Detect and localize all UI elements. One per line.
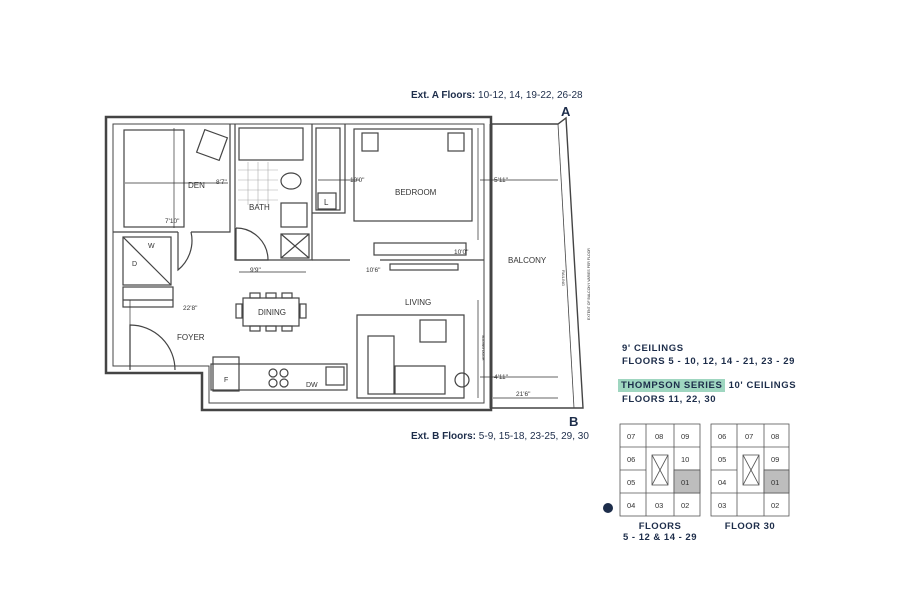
note-balcony-extent: EXTENT OF BALCONY VARIES PER FLOOR (587, 248, 591, 320)
bathtub (238, 127, 304, 161)
keyplan-a-unit: 01 (681, 478, 689, 487)
dim-bedroom-right: 5'11" (494, 177, 509, 184)
keyplan-a (619, 423, 701, 517)
bedroom-wall (312, 124, 484, 261)
keyplan-a-unit: 02 (681, 501, 689, 510)
keyplan-a-label-2: 5 - 12 & 14 - 29 (622, 532, 697, 543)
den-door (177, 231, 193, 272)
keyplan-b-unit: 08 (771, 432, 779, 441)
bed (353, 128, 473, 222)
kitchen-counter (210, 363, 348, 391)
inner-wall-outline (112, 123, 485, 404)
keyplan-b (710, 423, 790, 517)
dim-living-left: 10'6" (366, 267, 381, 274)
linen-box (317, 192, 337, 210)
ceiling-line-4: FLOORS 11, 22, 30 (622, 394, 717, 405)
keyplan-b-unit: 02 (771, 501, 779, 510)
dim-den-width: 7'10" (165, 218, 180, 225)
den-desk (123, 129, 185, 228)
bath-wall (234, 124, 313, 261)
keyplan-a-unit: 03 (655, 501, 663, 510)
keyplan-a-unit: 09 (681, 432, 689, 441)
keyplan-a-label-1: FLOORS (638, 521, 682, 532)
keyplan-a-unit: 06 (627, 455, 635, 464)
keyplan-b-unit: 03 (718, 501, 726, 510)
note-railing: RAILING (561, 270, 566, 286)
room-bath: BATH (249, 203, 270, 212)
ceiling-line-2: FLOORS 5 - 10, 12, 14 - 21, 23 - 29 (622, 356, 796, 367)
toilet (280, 172, 302, 190)
ceiling-line-3: 10' CEILINGS (728, 380, 797, 391)
ext-a-letter: A (561, 104, 571, 119)
foyer-closet (122, 286, 174, 308)
keyplan-b-unit: 01 (771, 478, 779, 487)
keyplan-a-unit: 05 (627, 478, 635, 487)
sofa (356, 314, 465, 399)
keyplan-b-label-1: FLOOR 30 (724, 521, 776, 532)
laundry-closet (122, 236, 172, 286)
shower (280, 233, 310, 259)
room-den: DEN (188, 181, 205, 190)
linen-closet (315, 127, 341, 211)
ext-b-label: Ext. B Floors: 5-9, 15-18, 23-25, 29, 30 (411, 431, 589, 442)
bedroom-dresser (373, 242, 467, 256)
room-living: LIVING (405, 298, 431, 307)
dim-bath-width: 9'9" (250, 267, 261, 274)
thompson-series-badge: THOMPSON SERIES (618, 379, 726, 392)
dim-bedroom-bottom: 10'0" (454, 249, 469, 256)
room-dining: DINING (258, 308, 286, 317)
keyplan-b-unit: 05 (718, 455, 726, 464)
keyplan-a-unit: 10 (681, 455, 689, 464)
fixture-washer: W (148, 243, 155, 250)
fixture-dryer: D (132, 261, 137, 268)
dim-den: 8'7" (216, 179, 227, 186)
fixture-linen: L (324, 198, 329, 207)
den-chair (195, 128, 229, 162)
room-bedroom: BEDROOM (395, 188, 437, 197)
keyplan-b-unit: 07 (745, 432, 753, 441)
keyplan-a-label: FLOORS 5 - 12 & 14 - 29 (612, 521, 708, 543)
fixture-dishwasher: DW (306, 382, 318, 389)
keyplan-a-unit: 08 (655, 432, 663, 441)
note-sliding-door: SLIDING DOOR (481, 335, 485, 361)
keyplan-b-label: FLOOR 30 (708, 521, 792, 532)
ext-a-label: Ext. A Floors: 10-12, 14, 19-22, 26-28 (411, 90, 583, 101)
outer-wall (104, 115, 493, 412)
ext-a-title: Ext. A Floors: (411, 90, 476, 101)
bath-door (235, 227, 269, 261)
keyplan-b-unit: 04 (718, 478, 726, 487)
ceiling-series-row: THOMPSON SERIES 10' CEILINGS (618, 379, 797, 392)
bath-sink (280, 202, 308, 228)
room-balcony: BALCONY (508, 256, 547, 265)
dim-living-right: 4'11" (494, 374, 509, 381)
den-wall (113, 124, 231, 233)
compass-icon (603, 503, 613, 513)
ext-b-floors: 5-9, 15-18, 23-25, 29, 30 (478, 431, 589, 442)
keyplan-b-unit: 06 (718, 432, 726, 441)
dim-balcony-bottom: 21'6" (516, 391, 531, 398)
ext-a-floors: 10-12, 14, 19-22, 26-28 (478, 90, 583, 101)
keyplan-b-unit: 09 (771, 455, 779, 464)
dim-foyer: 22'8" (183, 305, 198, 312)
dim-bedroom-depth: 10'0" (350, 177, 365, 184)
keyplan-a-unit: 04 (627, 501, 635, 510)
balcony-outline (491, 116, 584, 409)
ext-b-letter: B (569, 414, 579, 429)
ceiling-line-1: 9' CEILINGS (622, 343, 684, 354)
tv-unit (389, 263, 459, 271)
keyplan-a-unit: 07 (627, 432, 635, 441)
bath-tiles (238, 162, 278, 205)
fixture-fridge: F (224, 377, 228, 384)
ext-b-title: Ext. B Floors: (411, 431, 477, 442)
entry-door (129, 324, 176, 371)
room-foyer: FOYER (177, 333, 205, 342)
